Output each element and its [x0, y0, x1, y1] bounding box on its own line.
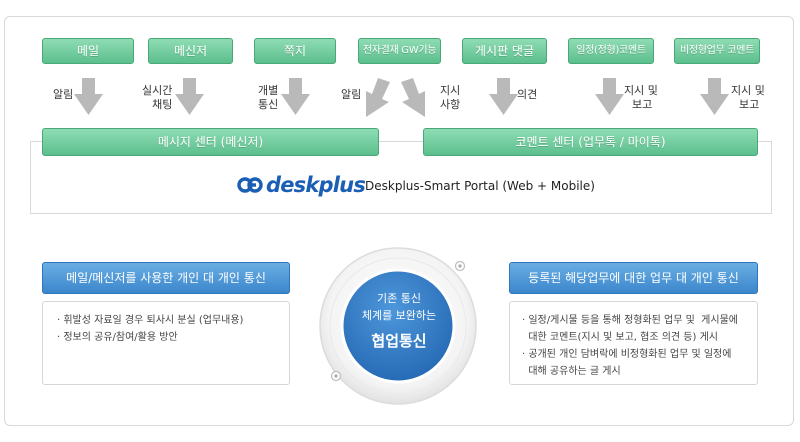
flow-arrows: [74, 78, 729, 117]
message-center-bar: 메시지 센터 (메신저): [42, 128, 379, 156]
down-arrow-icon: [595, 78, 624, 115]
deskplus-logo: deskplus: [266, 173, 366, 197]
right-panel-header: 등록된 해당업무에 대한 업무 대 개인 통신: [509, 262, 758, 294]
source-approval: 전자결재 GW기능: [358, 38, 441, 64]
comment-center-bar: 코멘트 센터 (업무톡 / 마이톡): [423, 128, 758, 156]
down-arrow-icon: [281, 78, 310, 115]
source-task-comment: 비정형업무 코멘트: [674, 38, 760, 64]
right-bullet: · 일정/게시물 등을 통해 정형화된 업무 및 게시물에: [522, 315, 738, 326]
source-note: 쪽지: [254, 38, 336, 64]
right-panel-box: · 일정/게시물 등을 통해 정형화된 업무 및 게시물에 대한 코멘트(지시 …: [509, 301, 758, 385]
portal-title: Deskplus-Smart Portal (Web + Mobile): [365, 179, 595, 193]
left-bullet: · 휘발성 자료일 경우 퇴사시 분실 (업무내용): [57, 315, 244, 326]
right-bullet: 대한 코멘트(지시 및 보고, 협조 의견 등) 게시: [522, 332, 718, 343]
source-board-comment: 게시판 댓글: [462, 38, 547, 64]
collaboration-circle: [319, 247, 477, 405]
circle-line-1: 기존 통신: [377, 292, 421, 305]
down-arrow-icon: [700, 78, 729, 115]
circle-line-3: 협업통신: [371, 332, 427, 350]
source-messenger: 메신저: [148, 38, 233, 64]
source-mail: 메일: [42, 38, 134, 64]
left-panel-box: · 휘발성 자료일 경우 퇴사시 분실 (업무내용) · 정보의 공유/참여/활…: [42, 301, 290, 385]
source-schedule-comment: 일정(정형)코멘트: [568, 38, 654, 64]
down-arrow-icon: [489, 78, 518, 115]
deskplus-logo-icon: [237, 177, 263, 193]
down-arrow-icon: [175, 78, 204, 115]
right-bullet: 대해 공유하는 글 게시: [522, 366, 621, 377]
arrow-label-board: 의견: [517, 88, 538, 101]
arrow-label-mail: 알림: [53, 88, 74, 101]
diagonal-arrow-icon: [366, 78, 390, 117]
diagonal-arrow-icon: [401, 78, 425, 117]
circle-line-2: 체계를 보완하는: [361, 309, 437, 322]
down-arrow-icon: [74, 78, 103, 115]
left-panel-header: 메일/메신저를 사용한 개인 대 개인 통신: [42, 262, 290, 294]
right-bullet: · 공개된 개인 담벼락에 비정형화된 업무 및 일정에: [522, 349, 732, 360]
left-bullet: · 정보의 공유/참여/활용 방안: [57, 332, 178, 343]
arrow-label-approval-left: 알림: [341, 88, 362, 101]
